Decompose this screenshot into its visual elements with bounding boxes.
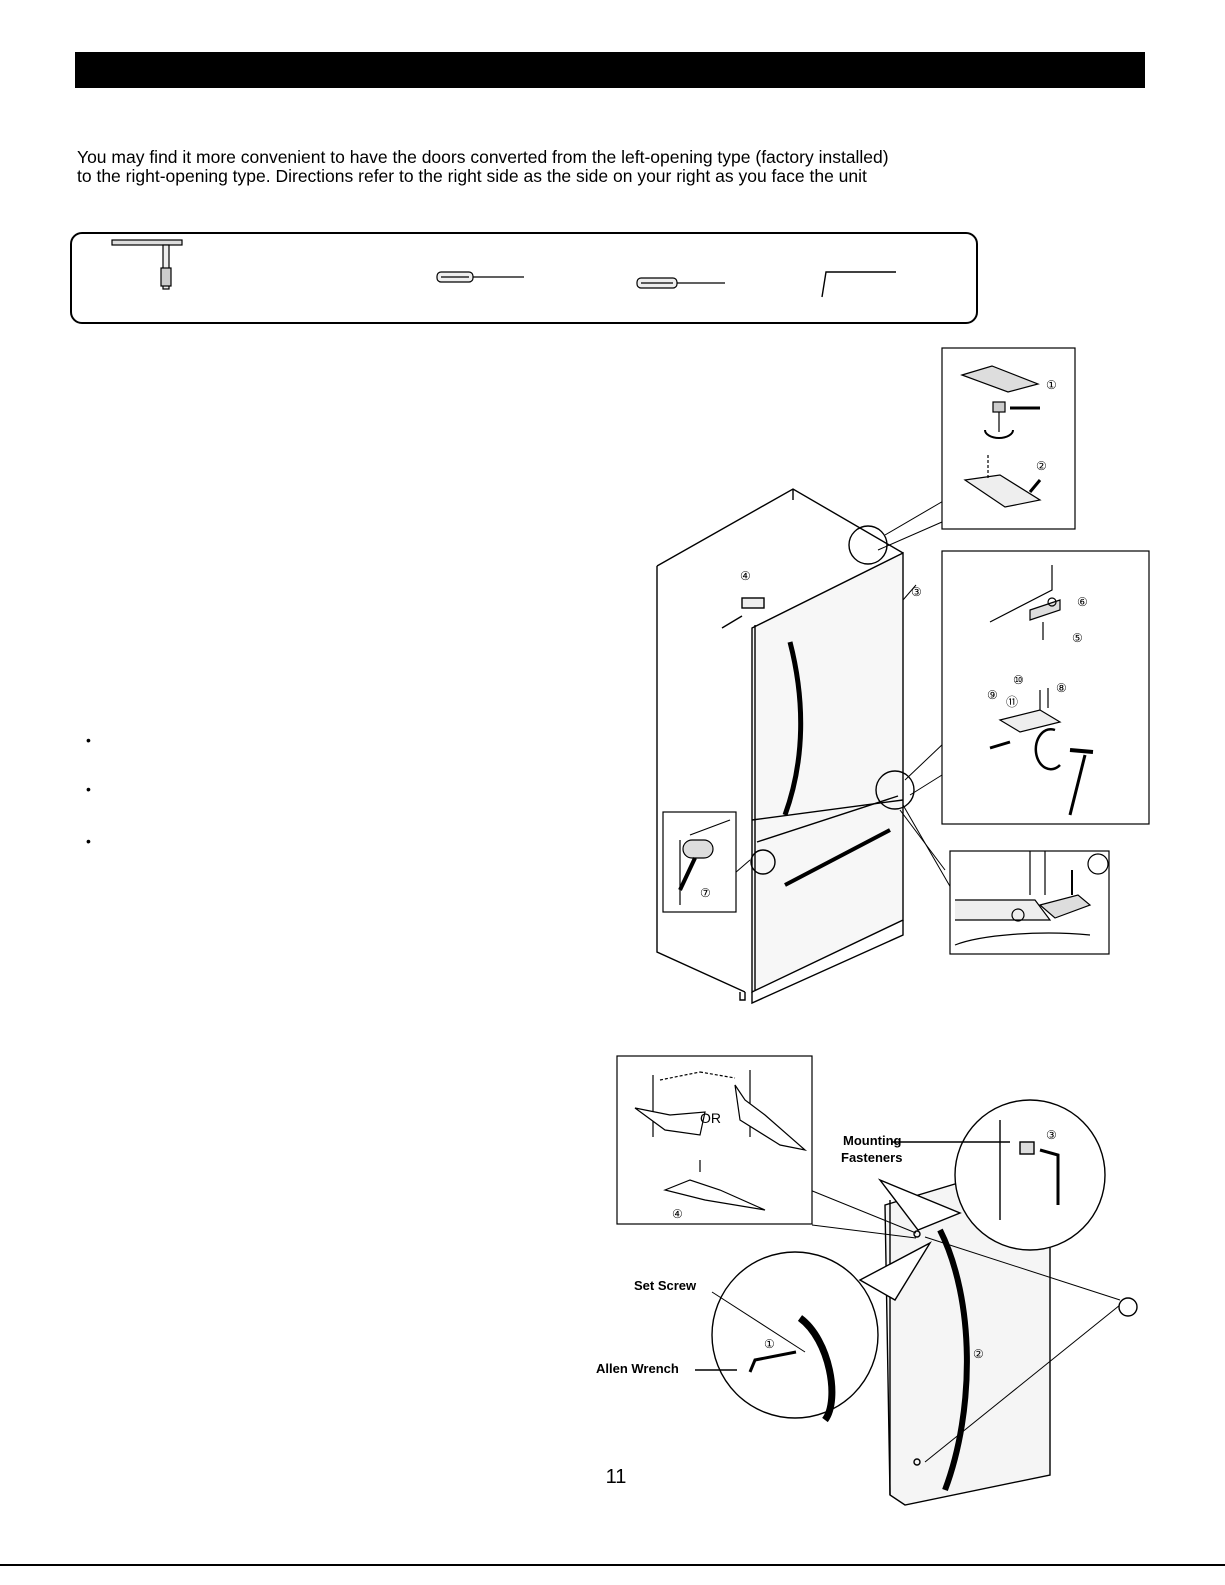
callout-5: ⑤ — [1072, 631, 1083, 645]
mounting-fasteners-label-1: Mounting — [843, 1133, 902, 1148]
page-number: 11 — [605, 1466, 627, 1488]
bullet-1: • — [86, 732, 91, 748]
callout-1: ① — [1046, 378, 1057, 392]
intro-line-2: to the right-opening type. Directions re… — [77, 166, 867, 186]
flat-screwdriver-icon — [436, 271, 524, 283]
handle-removal-inset — [616, 1055, 813, 1225]
allen-wrench-icon — [821, 271, 896, 298]
section-title-bar — [75, 52, 1145, 88]
phillips-screwdriver-icon — [636, 277, 725, 289]
callout-4: ④ — [740, 569, 751, 583]
top-hinge-inset — [941, 347, 1076, 530]
callout-3: ③ — [911, 585, 922, 599]
bullet-3: • — [86, 833, 91, 849]
mounting-fasteners-label-2: Fasteners — [841, 1150, 902, 1165]
intro-line-1: You may find it more convenient to have … — [77, 147, 889, 167]
center-hinge-inset — [941, 550, 1150, 825]
callout-8: ⑧ — [1056, 681, 1067, 695]
callout-6: ⑥ — [1077, 595, 1088, 609]
allen-wrench-label: Allen Wrench — [596, 1361, 679, 1376]
fig2-callout-1: ① — [764, 1337, 775, 1351]
socket-wrench-icon — [111, 239, 183, 290]
door-handle-illustration — [695, 1099, 1138, 1506]
callout-9: ⑨ — [987, 688, 998, 702]
tools-needed-box — [70, 232, 978, 324]
bottom-rule — [0, 1564, 1225, 1566]
callout-10: ⑩ — [1013, 673, 1024, 687]
refrigerator-illustration — [656, 488, 956, 1005]
side-bracket-inset — [662, 811, 737, 913]
set-screw-label: Set Screw — [634, 1278, 697, 1293]
fig2-callout-4: ④ — [672, 1207, 683, 1221]
callout-11: ⑪ — [1006, 695, 1018, 709]
bottom-hinge-inset — [949, 850, 1110, 955]
or-label: OR — [700, 1110, 721, 1126]
callout-2: ② — [1036, 459, 1047, 473]
fig2-callout-3: ③ — [1046, 1128, 1057, 1142]
callout-7: ⑦ — [700, 886, 711, 900]
fig2-callout-2: ② — [973, 1347, 984, 1361]
bullet-2: • — [86, 781, 91, 797]
intro-paragraph: You may find it more convenient to have … — [77, 148, 1037, 186]
